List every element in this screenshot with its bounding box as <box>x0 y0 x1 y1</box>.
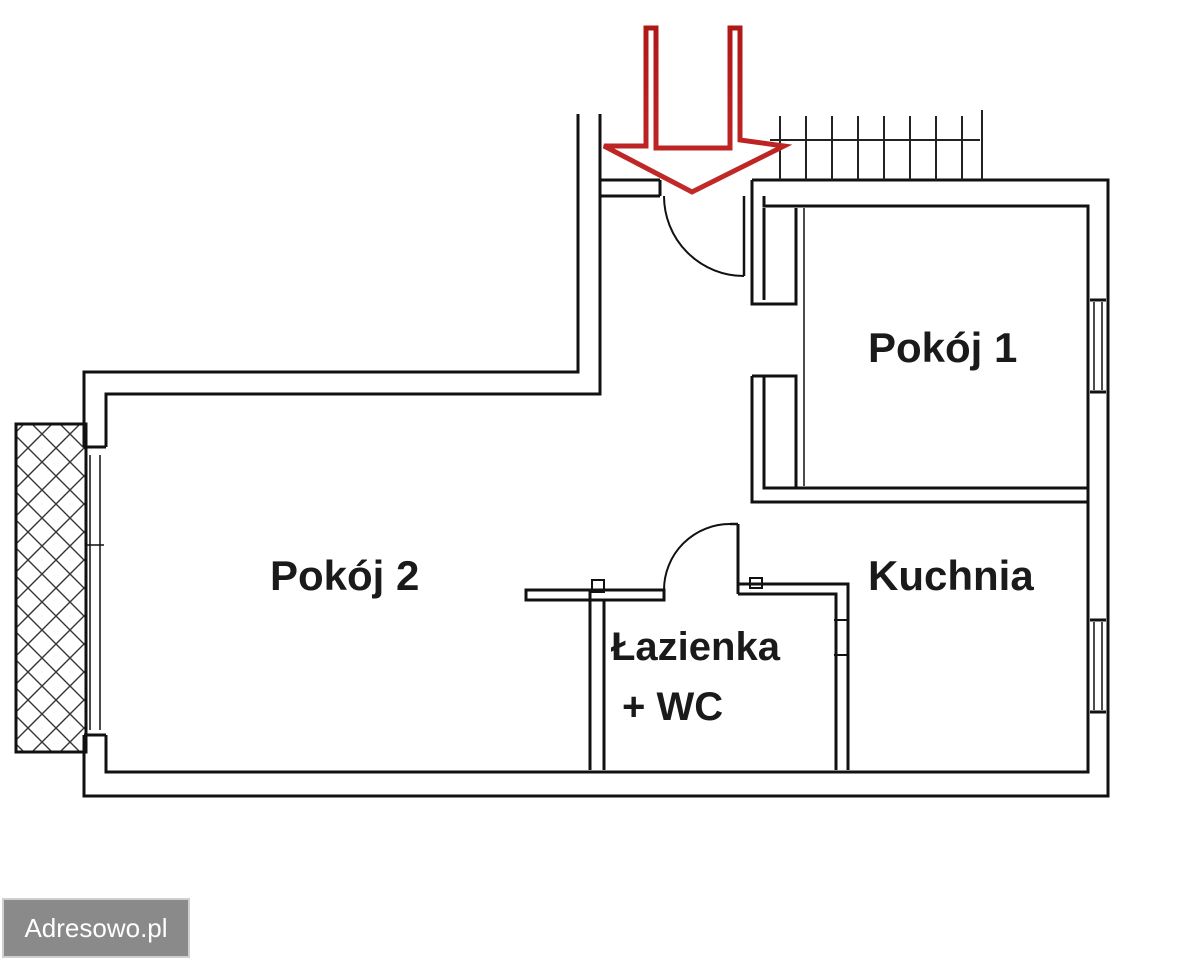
room-label-wc: + WC <box>622 685 723 729</box>
room-label-kuchnia: Kuchnia <box>868 552 1034 599</box>
bathroom-walls <box>524 524 850 770</box>
watermark: Adresowo.pl <box>2 898 190 958</box>
room-label-pokoj-2: Pokój 2 <box>270 552 419 599</box>
bathroom-door <box>663 522 738 591</box>
entrance-arrow-icon <box>602 25 793 195</box>
room-label-lazienka: Łazienka <box>611 625 781 669</box>
entrance-door <box>663 195 746 277</box>
door-swing-icon <box>663 195 745 277</box>
room1-walls <box>750 196 1088 504</box>
stair-railing <box>770 110 983 180</box>
balcony <box>14 422 88 754</box>
exterior-walls <box>82 114 1110 798</box>
door-swing-icon <box>663 523 731 591</box>
room-label-pokoj-1: Pokój 1 <box>868 324 1017 371</box>
